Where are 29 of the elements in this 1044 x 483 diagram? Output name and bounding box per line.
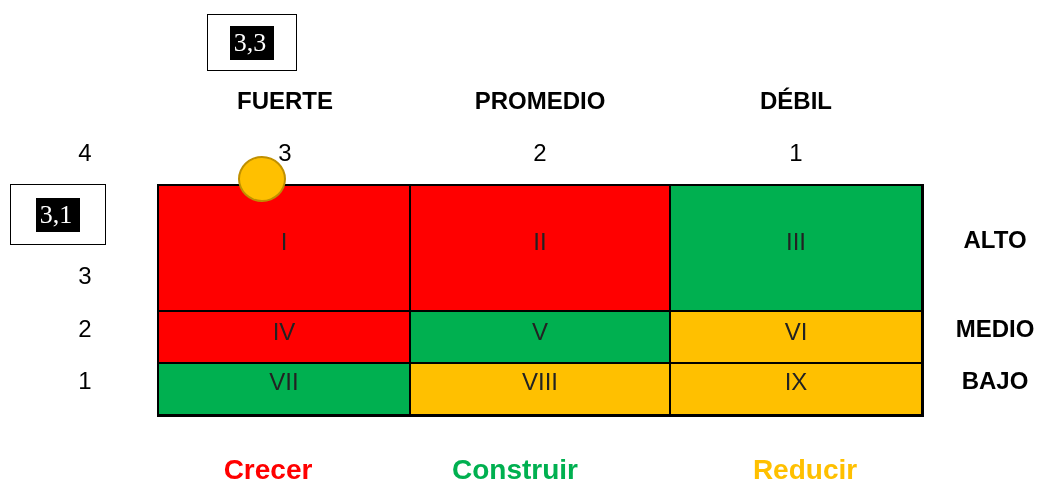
matrix-cell: VIII — [410, 363, 670, 415]
matrix-cell: III — [670, 185, 922, 311]
column-heading: FUERTE — [237, 87, 333, 115]
matrix-cell: IV — [158, 311, 410, 363]
value-label: 3,3 — [229, 25, 275, 60]
matrix-cell: I — [158, 185, 410, 311]
scale-number: 3 — [78, 262, 92, 290]
column-heading: PROMEDIO — [474, 87, 606, 115]
scale-number: 1 — [789, 139, 803, 167]
scale-number: 2 — [78, 315, 92, 343]
strategy-label: Crecer — [223, 454, 313, 483]
value-box — [10, 184, 106, 245]
matrix-cell: II — [410, 185, 670, 311]
scale-number: 1 — [78, 367, 92, 395]
scale-number: 2 — [533, 139, 547, 167]
matrix-cell: IX — [670, 363, 922, 415]
row-heading: BAJO — [961, 367, 1029, 395]
strategy-label: Construir — [452, 454, 578, 483]
matrix-cell: VI — [670, 311, 922, 363]
scale-number: 3 — [278, 139, 292, 167]
strategy-label: Reducir — [752, 454, 858, 483]
matrix-cell: V — [410, 311, 670, 363]
scale-number: 4 — [78, 139, 92, 167]
matrix-cell: VII — [158, 363, 410, 415]
column-heading: DÉBIL — [760, 87, 832, 115]
value-box — [207, 14, 297, 71]
value-label: 3,1 — [35, 197, 81, 232]
row-heading: MEDIO — [955, 315, 1035, 343]
row-heading: ALTO — [963, 226, 1027, 254]
